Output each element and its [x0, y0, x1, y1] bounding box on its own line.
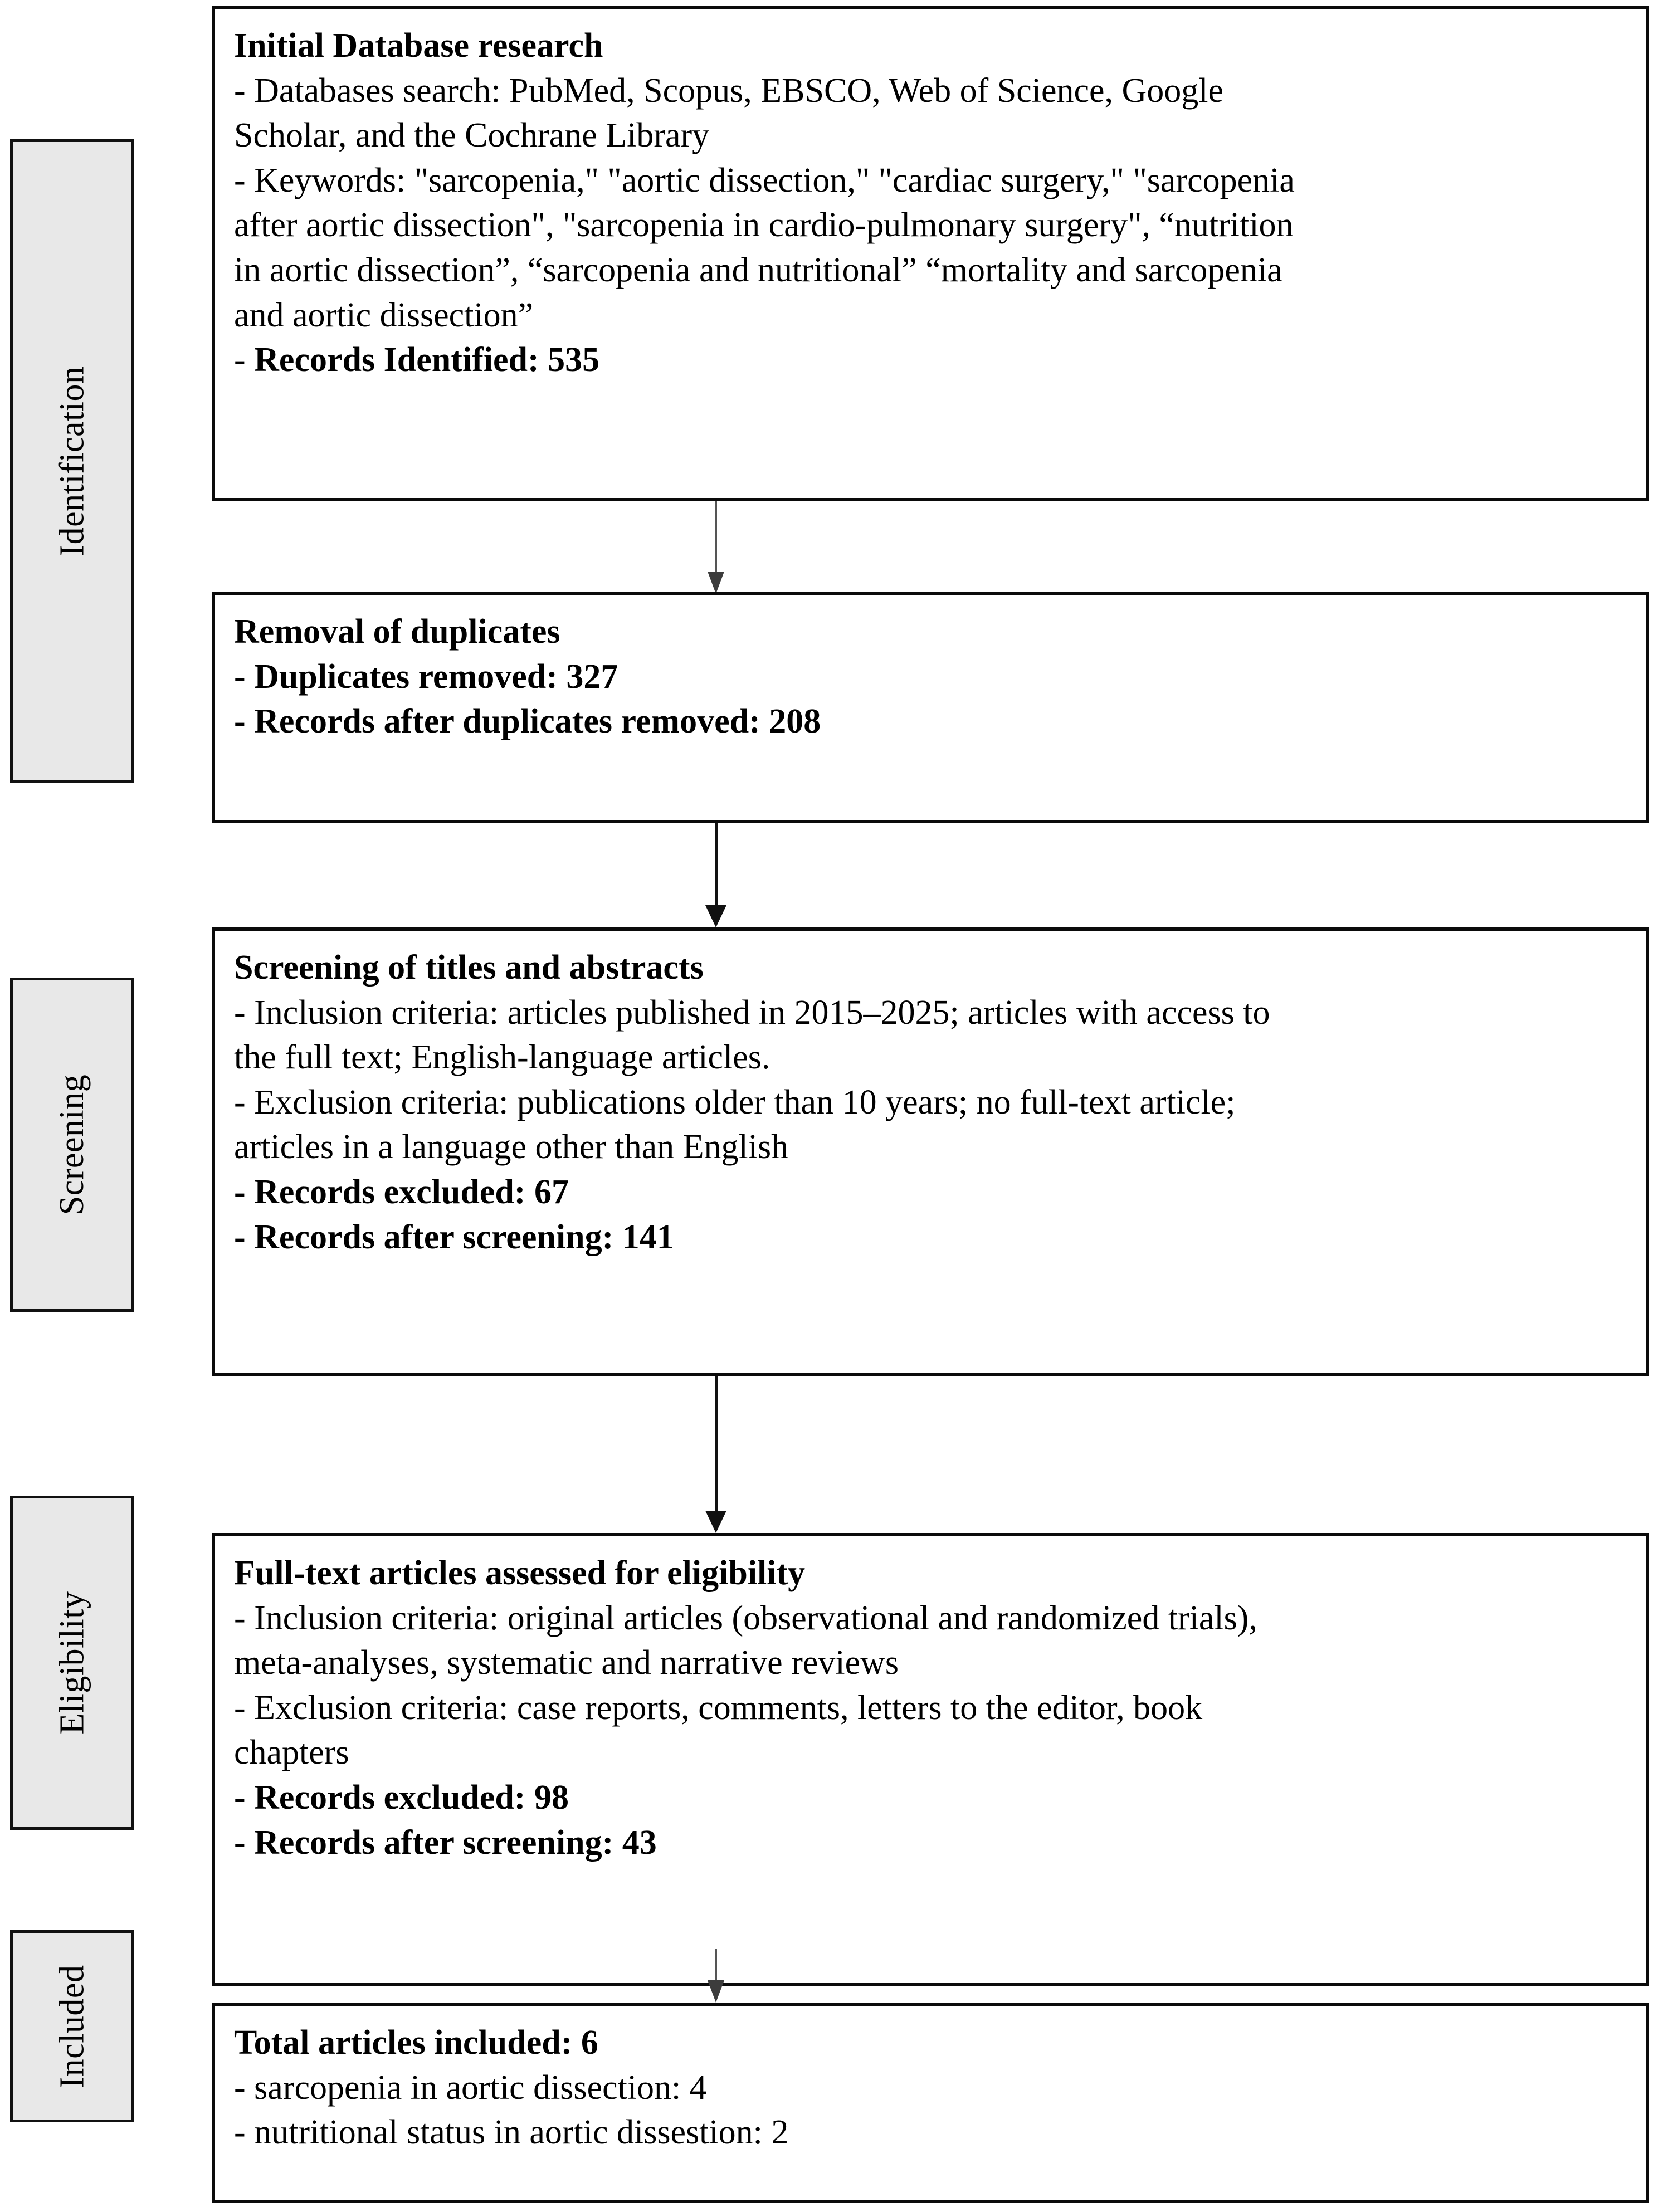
- box-screening: Screening of titles and abstracts - Incl…: [212, 927, 1649, 1376]
- box-duplicates-heading: Removal of duplicates: [234, 613, 560, 651]
- box-eligibility-exclusion-criteria-cont: chapters: [234, 1734, 349, 1772]
- box-identification-line-3: Scholar, and the Cochrane Library: [234, 116, 710, 155]
- box-identification-line-2: - Databases search: PubMed, Scopus, EBSC…: [234, 71, 1224, 110]
- box-screening-inclusion-criteria-cont: the full text; English-language articles…: [234, 1038, 770, 1077]
- box-eligibility-records-after: - Records after screening: 43: [234, 1823, 657, 1862]
- box-included-nutritional-status: - nutritional status in aortic dissestio…: [234, 2113, 789, 2152]
- box-included: Total articles included: 6 - sarcopenia …: [212, 2003, 1649, 2203]
- box-eligibility-exclusion-criteria: - Exclusion criteria: case reports, comm…: [234, 1688, 1203, 1727]
- box-eligibility-inclusion-criteria: - Inclusion criteria: original articles …: [234, 1599, 1257, 1637]
- box-screening-records-excluded: - Records excluded: 67: [234, 1173, 569, 1211]
- box-included-total: Total articles included: 6: [234, 2024, 598, 2062]
- box-removal-of-duplicates: Removal of duplicates - Duplicates remov…: [212, 592, 1649, 823]
- box-eligibility-heading: Full-text articles assessed for eligibil…: [234, 1554, 806, 1592]
- stage-label-included: Included: [10, 1930, 134, 2122]
- box-included-sarcopenia: - sarcopenia in aortic dissection: 4: [234, 2068, 707, 2107]
- box-identification-line-5: after aortic dissection", "sarcopenia in…: [234, 206, 1294, 245]
- box-duplicates-removed: - Duplicates removed: 327: [234, 657, 618, 696]
- box-screening-exclusion-criteria-cont: articles in a language other than Englis…: [234, 1128, 789, 1166]
- box-identification-records-identified: - Records Identified: 535: [234, 341, 600, 379]
- box-identification-line-6: in aortic dissection”, “sarcopenia and n…: [234, 251, 1282, 289]
- box-identification-heading: Initial Database research: [234, 27, 603, 65]
- box-eligibility: Full-text articles assessed for eligibil…: [212, 1533, 1649, 1986]
- stage-label-identification-text: Identification: [53, 366, 91, 556]
- stage-label-eligibility: Eligibility: [10, 1496, 134, 1830]
- box-screening-records-after: - Records after screening: 141: [234, 1218, 674, 1256]
- box-screening-heading: Screening of titles and abstracts: [234, 949, 704, 987]
- box-eligibility-inclusion-criteria-cont: meta-analyses, systematic and narrative …: [234, 1644, 899, 1682]
- box-identification-line-7: and aortic dissection”: [234, 296, 534, 334]
- stage-label-screening-text: Screening: [53, 1074, 91, 1215]
- box-screening-inclusion-criteria: - Inclusion criteria: articles published…: [234, 993, 1270, 1032]
- stage-label-included-text: Included: [53, 1965, 91, 2088]
- stage-label-eligibility-text: Eligibility: [53, 1591, 91, 1735]
- box-records-after-duplicates: - Records after duplicates removed: 208: [234, 702, 821, 741]
- stage-label-screening: Screening: [10, 978, 134, 1312]
- stage-label-identification: Identification: [10, 139, 134, 783]
- box-eligibility-records-excluded: - Records excluded: 98: [234, 1778, 569, 1817]
- box-screening-exclusion-criteria: - Exclusion criteria: publications older…: [234, 1083, 1236, 1121]
- box-identification: Initial Database research - Databases se…: [212, 6, 1649, 501]
- box-identification-line-4: - Keywords: "sarcopenia," "aortic dissec…: [234, 161, 1295, 199]
